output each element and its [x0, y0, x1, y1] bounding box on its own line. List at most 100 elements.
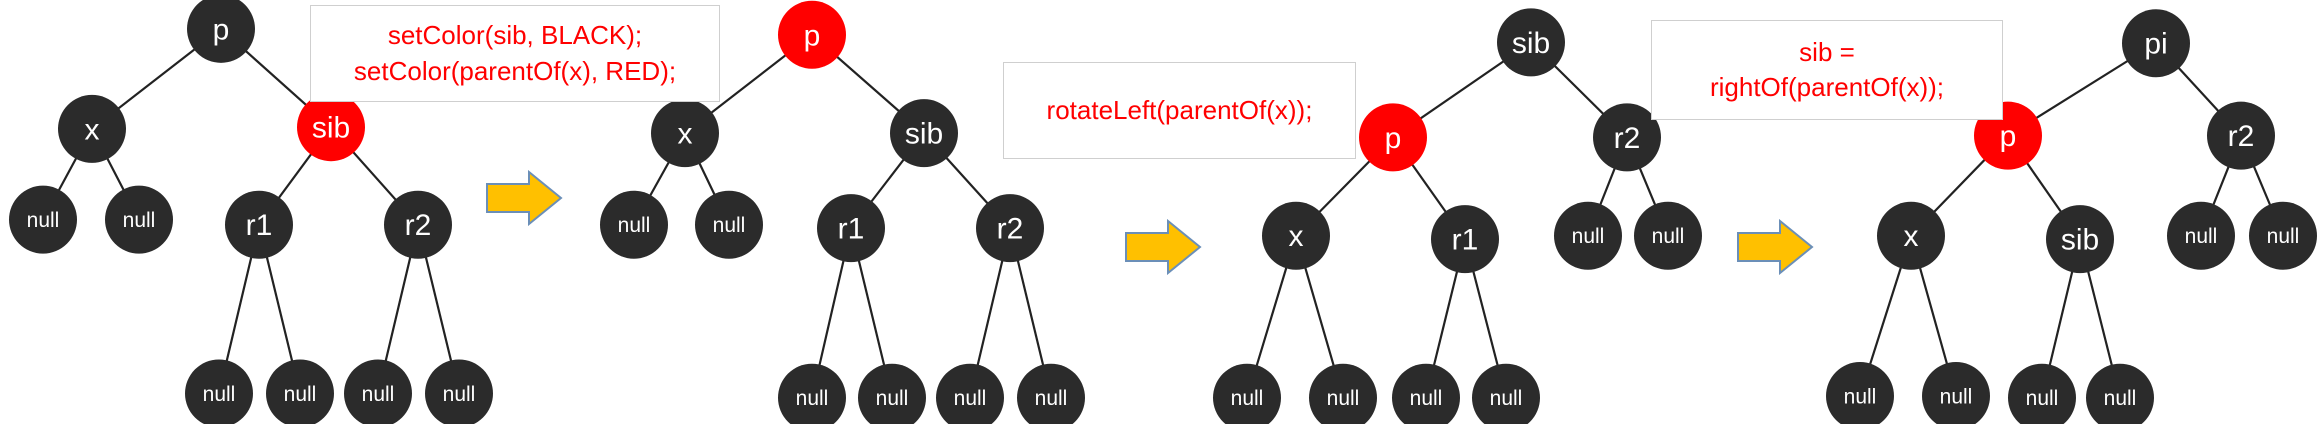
node-circle [1497, 8, 1565, 77]
node-label: null [27, 209, 60, 232]
node-circle [1826, 362, 1894, 424]
node-label: r1 [838, 213, 865, 246]
arrow-right-icon [1125, 219, 1202, 275]
tree-node-null: null [1309, 363, 1377, 424]
node-label: null [2104, 387, 2137, 410]
tree-node-r2: r2 [1593, 103, 1661, 172]
node-circle [2086, 363, 2154, 424]
node-label: p [804, 19, 821, 52]
node-circle [1431, 205, 1499, 274]
node-circle [1472, 363, 1540, 424]
node-circle [1262, 201, 1330, 270]
tree-node-r1: r1 [1431, 205, 1499, 274]
node-label: null [954, 387, 987, 410]
tree-node-null: null [2008, 363, 2076, 424]
node-label: p [2000, 120, 2017, 153]
node-circle [384, 190, 452, 259]
tree-node-r1: r1 [225, 190, 293, 259]
node-circle [1877, 201, 1945, 270]
tree-node-r2: r2 [976, 194, 1044, 263]
node-label: sib [905, 118, 943, 151]
node-circle [1593, 103, 1661, 172]
tree-node-null: null [936, 363, 1004, 424]
tree-node-null: null [1634, 201, 1702, 270]
node-circle [425, 359, 493, 424]
node-circle [2249, 201, 2317, 270]
node-label: null [876, 387, 909, 410]
arrow-right-icon [486, 170, 563, 226]
node-label: r1 [1452, 224, 1479, 257]
tree-node-null: null [2249, 201, 2317, 270]
code-line: setColor(sib, BLACK); [387, 20, 643, 51]
node-label: null [443, 383, 476, 406]
node-circle [778, 363, 846, 424]
node-label: null [1652, 225, 1685, 248]
node-label: r1 [246, 209, 273, 242]
node-circle [1359, 103, 1427, 172]
node-circle [2046, 205, 2114, 274]
node-label: null [1231, 387, 1264, 410]
tree-node-r1: r1 [817, 194, 885, 263]
node-label: r2 [405, 209, 432, 242]
node-circle [9, 185, 77, 254]
tree-node-null: null [344, 359, 412, 424]
node-label: null [1844, 386, 1877, 409]
arrow-shape [1125, 219, 1202, 275]
node-label: x [85, 113, 100, 146]
tree-node-null: null [9, 185, 77, 254]
node-label: null [1940, 386, 1973, 409]
node-circle [890, 99, 958, 168]
tree-node-null: null [695, 190, 763, 259]
tree-node-x: x [58, 94, 126, 163]
tree-node-p: p [1359, 103, 1427, 172]
node-label: null [2026, 387, 2059, 410]
tree-node-null: null [1392, 363, 1460, 424]
node-label: sib [2061, 224, 2099, 257]
node-circle [185, 359, 253, 424]
node-circle [344, 359, 412, 424]
tree-node-null: null [1922, 362, 1990, 424]
tree-node-null: null [1472, 363, 1540, 424]
tree-node-null: null [600, 190, 668, 259]
node-circle [2008, 363, 2076, 424]
node-circle [1634, 201, 1702, 270]
node-circle [1309, 363, 1377, 424]
node-circle [1213, 363, 1281, 424]
tree-node-sib: sib [297, 93, 365, 162]
node-label: null [1410, 387, 1443, 410]
tree-node-r2: r2 [2207, 101, 2275, 170]
node-label: null [203, 383, 236, 406]
node-circle [976, 194, 1044, 263]
code-line: rotateLeft(parentOf(x)); [1046, 94, 1313, 125]
code-box-rotate: rotateLeft(parentOf(x)); [1003, 62, 1356, 159]
node-circle [936, 363, 1004, 424]
tree-node-null: null [778, 363, 846, 424]
node-circle [651, 99, 719, 168]
node-label: x [678, 118, 693, 151]
tree-node-null: null [425, 359, 493, 424]
code-line: setColor(parentOf(x), RED); [353, 55, 677, 86]
node-circle [1392, 363, 1460, 424]
node-circle [817, 194, 885, 263]
node-circle [187, 0, 255, 63]
tree-node-x: x [1877, 201, 1945, 270]
node-circle [600, 190, 668, 259]
node-label: sib [312, 112, 350, 145]
tree-node-sib: sib [890, 99, 958, 168]
node-label: null [2185, 225, 2218, 248]
node-label: null [713, 214, 746, 237]
tree-4: pi p r2 x sib null null null null null null [1826, 9, 2317, 424]
node-label: null [284, 383, 317, 406]
node-label: pi [2144, 28, 2167, 61]
node-label: null [618, 214, 651, 237]
node-circle [1017, 363, 1085, 424]
node-circle [778, 0, 846, 69]
tree-node-p: p [187, 0, 255, 63]
node-label: null [1035, 387, 1068, 410]
node-circle [266, 359, 334, 424]
tree-node-null: null [266, 359, 334, 424]
tree-node-sib: sib [2046, 205, 2114, 274]
arrow-shape [486, 170, 563, 226]
